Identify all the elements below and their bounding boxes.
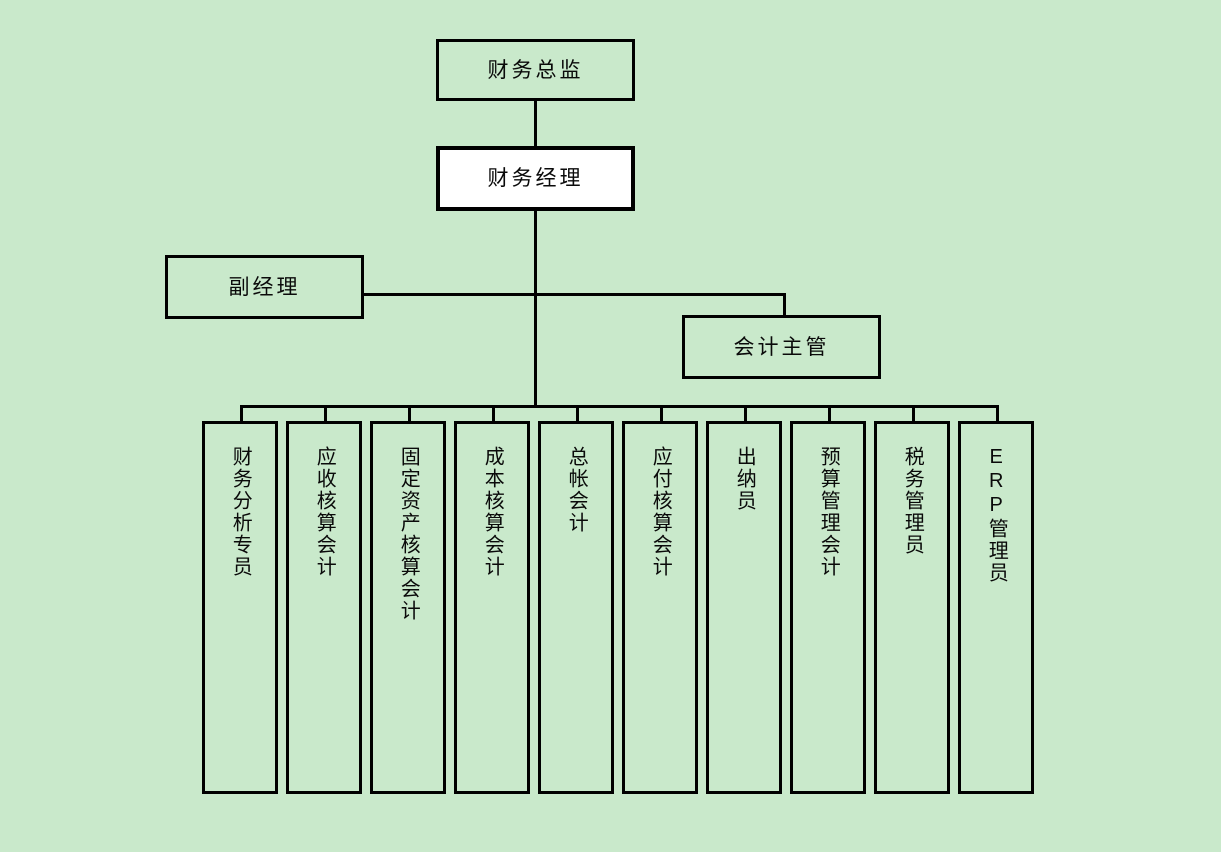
leaf-box-4-label: 成本核算会计 xyxy=(481,446,504,578)
leaf-box-2[interactable]: 应收核算会计 xyxy=(286,421,362,794)
node-deputy-manager[interactable]: 副经理 xyxy=(165,255,364,319)
leaf-box-9-label: 税务管理员 xyxy=(901,446,924,556)
connector-leaf-drop-4 xyxy=(492,405,495,423)
node-finance-manager-label: 财务经理 xyxy=(487,167,584,190)
connector-leaf-drop-9 xyxy=(912,405,915,423)
leaf-box-3[interactable]: 固定资产核算会计 xyxy=(370,421,446,794)
node-finance-manager[interactable]: 财务经理 xyxy=(436,146,635,211)
connector-leaf-drop-5 xyxy=(576,405,579,423)
leaf-box-6-label: 应付核算会计 xyxy=(649,446,672,578)
connector-leaf-bus xyxy=(240,405,998,408)
leaf-box-1[interactable]: 财务分析专员 xyxy=(202,421,278,794)
leaf-box-2-label: 应收核算会计 xyxy=(313,446,336,578)
leaf-box-7[interactable]: 出纳员 xyxy=(706,421,782,794)
leaf-box-5-label: 总帐会计 xyxy=(565,446,588,534)
connector-leaf-drop-6 xyxy=(660,405,663,423)
leaf-box-1-label: 财务分析专员 xyxy=(229,446,252,578)
leaf-box-6[interactable]: 应付核算会计 xyxy=(622,421,698,794)
connector-leaf-drop-10 xyxy=(996,405,999,423)
leaf-box-8[interactable]: 预算管理会计 xyxy=(790,421,866,794)
node-accounting-supervisor-label: 会计主管 xyxy=(733,335,830,359)
leaf-box-10-label: ERP管理员 xyxy=(985,446,1008,584)
connector-cfo-to-manager xyxy=(534,101,537,146)
leaf-box-8-label: 预算管理会计 xyxy=(817,446,840,578)
leaf-box-4[interactable]: 成本核算会计 xyxy=(454,421,530,794)
leaf-box-5[interactable]: 总帐会计 xyxy=(538,421,614,794)
connector-leaf-drop-1 xyxy=(240,405,243,423)
node-cfo-label: 财务总监 xyxy=(487,58,584,82)
node-accounting-supervisor[interactable]: 会计主管 xyxy=(682,315,881,379)
connector-supervisor-drop xyxy=(783,293,786,315)
connector-leaf-drop-3 xyxy=(408,405,411,423)
connector-leaf-drop-7 xyxy=(744,405,747,423)
connector-leaf-drop-8 xyxy=(828,405,831,423)
connector-leaf-drop-2 xyxy=(324,405,327,423)
node-cfo[interactable]: 财务总监 xyxy=(436,39,635,101)
leaf-box-3-label: 固定资产核算会计 xyxy=(397,446,420,622)
leaf-box-7-label: 出纳员 xyxy=(733,446,756,512)
leaf-box-9[interactable]: 税务管理员 xyxy=(874,421,950,794)
node-deputy-manager-label: 副经理 xyxy=(228,275,301,299)
connector-deputy-to-supervisor-rail xyxy=(364,293,786,296)
connector-manager-trunk xyxy=(534,211,537,408)
leaf-box-10[interactable]: ERP管理员 xyxy=(958,421,1034,794)
